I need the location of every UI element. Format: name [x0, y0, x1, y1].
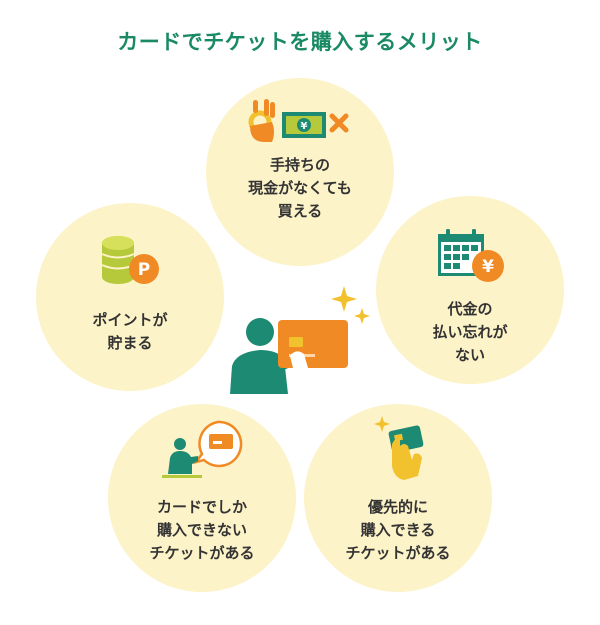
page-title: カードでチケットを購入するメリット: [117, 30, 483, 54]
hand-holding-card-icon: [374, 416, 424, 480]
merit-card-only: カードでしか 購入できない チケットがある: [108, 404, 296, 592]
merit-label: 優先的に 購入できる チケットがある: [345, 498, 451, 562]
coin-stack-point-icon: P: [101, 236, 159, 284]
merit-no-cash: ¥ 手持ちの 現金がなくても 買える: [206, 78, 394, 266]
ok-hand-money-cross-icon: ¥: [248, 99, 349, 142]
merit-label: カードでしか 購入できない チケットがある: [149, 498, 255, 562]
merit-label: 手持ちの 現金がなくても 買える: [248, 156, 352, 220]
calendar-yen-icon: ¥: [438, 229, 504, 282]
merit-card-benefit: 優先的に 購入できる チケットがある: [304, 404, 492, 592]
merit-label: 代金の 払い忘れが ない: [432, 300, 508, 364]
person-speech-card-icon: [162, 420, 243, 478]
person-holding-card-icon: [230, 286, 370, 394]
merit-label: ポイントが 貯まる: [92, 311, 168, 352]
merit-points: P ポイントが 貯まる: [36, 203, 224, 391]
svg-text:¥: ¥: [482, 257, 494, 277]
svg-text:¥: ¥: [301, 121, 308, 132]
merit-no-forget: ¥ 代金の 払い忘れが ない: [376, 196, 564, 384]
svg-text:P: P: [138, 260, 150, 280]
